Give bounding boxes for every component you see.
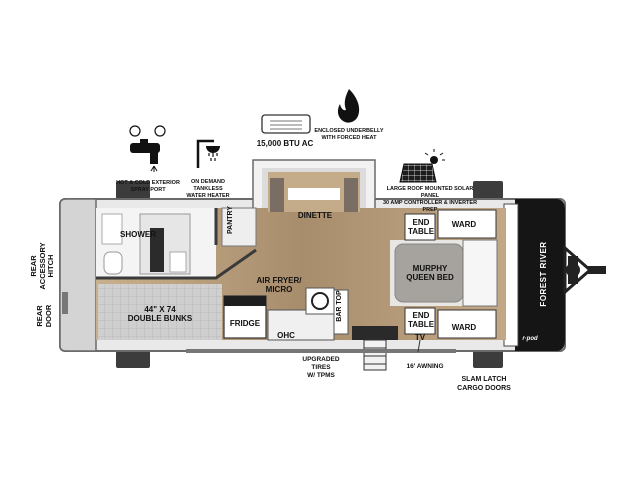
tires-label: UPGRADED TIRES W/ TPMS [302,356,340,380]
dinette-table [288,188,340,200]
wheel-rear-bottom [116,351,150,368]
awning-label: 16' AWNING [406,363,444,370]
toilet [103,251,123,275]
shower-label: SHOWER [120,230,156,239]
end-table-bottom-label: END TABLE [407,311,435,330]
bar-top [333,289,349,335]
rear-door-label: REAR DOOR [35,304,53,328]
bunks-label: 44" X 74 DOUBLE BUNKS [127,305,193,324]
wheel-front-bottom [473,351,503,368]
dinette-seat-left [270,178,284,212]
wardrobe-bottom-box [437,309,497,339]
brand-label: FOREST RIVER [539,241,548,307]
underbelly-label: ENCLOSED UNDERBELLY WITH FORCED HEAT [314,128,384,141]
ward-bottom-label: WARD [451,323,477,332]
jack [568,256,578,284]
bathroom-sink [101,213,123,245]
model-badge: r·pod [522,336,538,342]
bed-headboard [462,239,498,307]
air-fryer-micro-label: AIR FRYER/ MICRO [256,276,302,295]
spray-port-label: HOT & COLD EXTERIOR SPRAY PORT [116,180,180,193]
ohc-label: OHC [277,331,295,340]
end-table-bottom-box [404,307,436,335]
spray-port-icon [129,125,166,172]
front-cap [515,199,565,351]
flame-icon [337,89,360,123]
dinette-seat-right [344,178,358,212]
murphy-bed-label: MURPHY QUEEN BED [406,264,454,283]
interior-wall [96,248,257,280]
solar-label: LARGE ROOF MOUNTED SOLAR PANEL 30 AMP CO… [382,186,478,213]
fridge-top [224,296,266,306]
dinette-label: DINETTE [297,211,333,220]
ward-top-label: WARD [451,220,477,229]
rear-door-handle [62,292,68,314]
wheel-rear-top [116,181,150,199]
entry-step-lines [364,347,386,365]
ac-label: 15,000 BTU AC [256,139,314,148]
wardrobe-top-box [437,209,497,239]
bunk-area [98,284,222,340]
rear-cap [59,198,97,352]
water-heater-label: ON DEMAND TANKLESS WATER HEATER [186,179,230,199]
shower-seat [169,251,187,273]
awning [186,349,456,353]
front-cap-window [503,203,519,347]
fridge-label: FRIDGE [229,319,261,328]
tv-label: TV [414,333,426,342]
bar-top-label: BAR TOP [336,290,343,322]
water-heater-icon [196,139,220,168]
hitch [588,266,606,274]
pantry-cabinet [221,207,257,247]
entry-step [363,339,387,371]
wheel-front-top [473,181,503,199]
solar-panel-icon [399,149,445,183]
stove-burner [311,292,329,310]
shower-glass [150,228,164,272]
pantry-label: PANTRY [227,206,234,234]
rear-hitch-label: REAR ACCESSORY HITCH [29,242,56,290]
ac-unit-icon [261,114,311,134]
sink-counter [352,326,398,340]
cargo-doors-label: SLAM LATCH CARGO DOORS [457,376,511,392]
end-table-top-box [404,213,436,241]
tv-pointer [417,339,421,353]
end-table-top-label: END TABLE [407,218,435,237]
